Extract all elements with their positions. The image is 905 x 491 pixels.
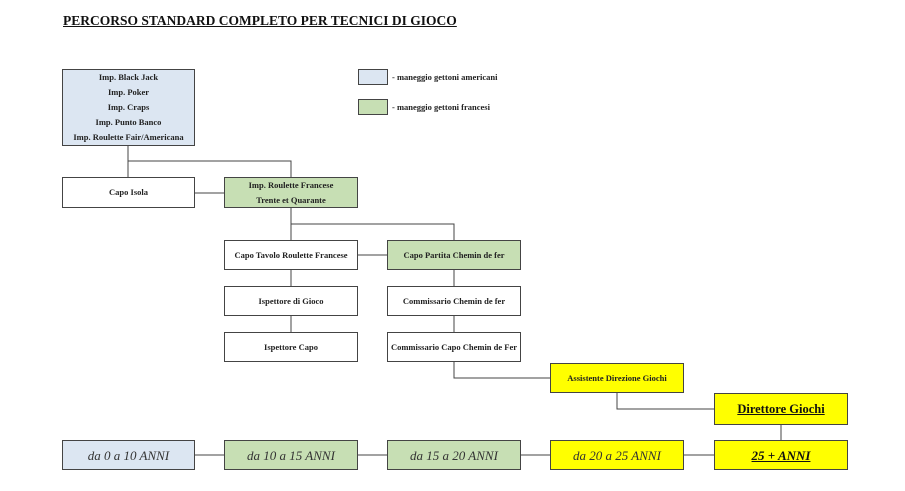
legend-swatch-french <box>358 99 388 115</box>
age-label: da 15 a 20 ANNI <box>410 447 498 463</box>
role-label: Trente et Quarante <box>256 194 326 205</box>
role-label: Ispettore Capo <box>264 341 318 352</box>
legend-label-french: - maneggio gettoni francesi <box>392 102 490 112</box>
role-label: Ispettore di Gioco <box>258 295 324 306</box>
role-label: Capo Partita Chemin de fer <box>403 249 505 260</box>
role-label: Imp. Roulette Fair/Americana <box>73 132 184 142</box>
role-label: Imp. Black Jack <box>98 72 159 82</box>
role-label: Commissario Capo Chemin de Fer <box>390 341 518 352</box>
page-title: PERCORSO STANDARD COMPLETO PER TECNICI D… <box>63 13 457 28</box>
role-label: Direttore Giochi <box>737 401 825 416</box>
age-range-25-plus: 25 + ANNI <box>714 440 848 470</box>
box-assistente-direzione: Assistente Direzione Giochi <box>550 363 684 393</box>
role-label: Assistente Direzione Giochi <box>567 372 667 383</box>
age-range-20-25: da 20 a 25 ANNI <box>550 440 684 470</box>
box-capo-isola: Capo Isola <box>62 177 195 208</box>
box-commissario: Commissario Chemin de fer <box>387 286 521 316</box>
box-impiegato-francese: Imp. Roulette Francese Trente et Quarant… <box>224 177 358 208</box>
role-label: Imp. Craps <box>107 102 150 112</box>
age-label: da 20 a 25 ANNI <box>573 447 661 463</box>
role-label: Capo Isola <box>109 187 148 197</box>
box-impiegato-americano: Imp. Black Jack Imp. Poker Imp. Craps Im… <box>62 69 195 146</box>
age-range-0-10: da 0 a 10 ANNI <box>62 440 195 470</box>
role-label: Imp. Roulette Francese <box>248 179 334 190</box>
legend-label-american: - maneggio gettoni americani <box>392 72 498 82</box>
age-label: da 10 a 15 ANNI <box>247 447 335 463</box>
role-label: Capo Tavolo Roulette Francese <box>234 249 348 260</box>
box-capo-tavolo: Capo Tavolo Roulette Francese <box>224 240 358 270</box>
role-label: Commissario Chemin de fer <box>402 295 506 306</box>
box-ispettore-gioco: Ispettore di Gioco <box>224 286 358 316</box>
role-label: Imp. Poker <box>107 87 150 97</box>
age-range-15-20: da 15 a 20 ANNI <box>387 440 521 470</box>
box-commissario-capo: Commissario Capo Chemin de Fer <box>387 332 521 362</box>
age-label: da 0 a 10 ANNI <box>87 447 170 463</box>
legend-swatch-american <box>358 69 388 85</box>
age-label: 25 + ANNI <box>751 447 811 463</box>
box-capo-partita: Capo Partita Chemin de fer <box>387 240 521 270</box>
box-direttore-giochi: Direttore Giochi <box>714 393 848 425</box>
role-label: Imp. Punto Banco <box>95 117 162 127</box>
box-ispettore-capo: Ispettore Capo <box>224 332 358 362</box>
age-range-10-15: da 10 a 15 ANNI <box>224 440 358 470</box>
